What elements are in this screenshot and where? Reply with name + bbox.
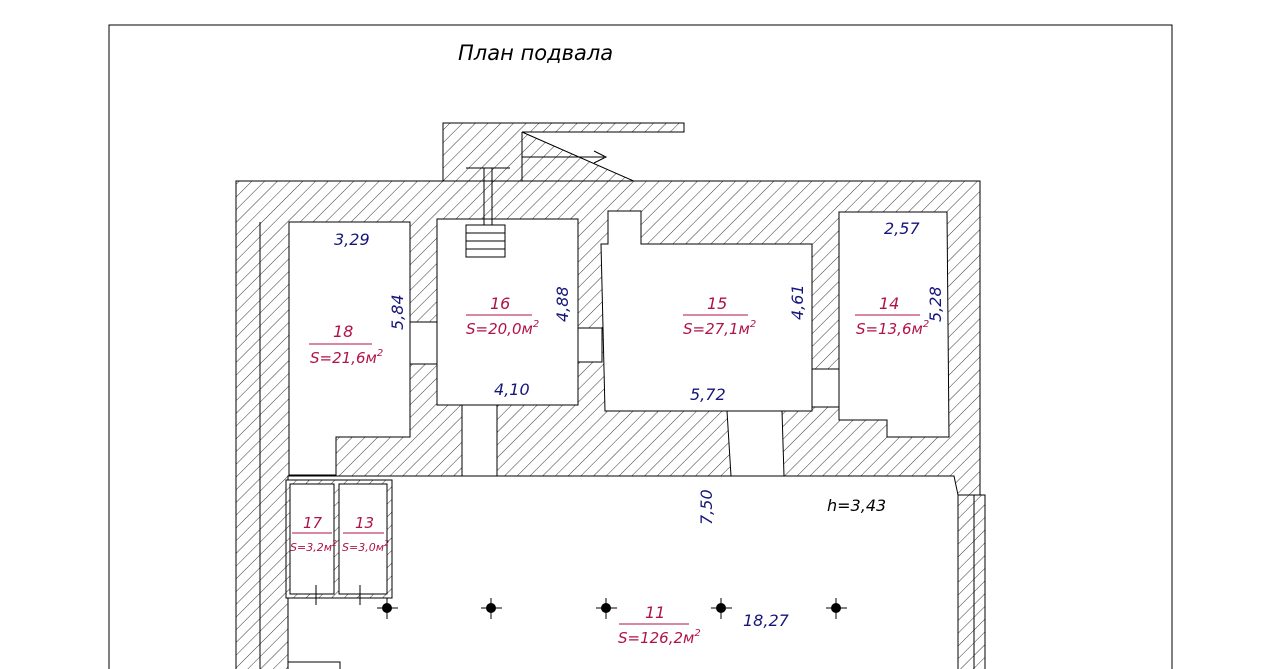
column-marker	[826, 598, 847, 619]
room-16-number: 16	[490, 294, 510, 313]
room-17-area: S=3,2м2	[290, 539, 337, 554]
column-marker	[596, 598, 617, 619]
room-14-number: 14	[879, 294, 899, 313]
room-13-area: S=3,0м2	[342, 539, 389, 554]
room-11-number: 11	[645, 603, 665, 622]
room-17	[289, 483, 335, 595]
room-11-length: 7,50	[697, 489, 716, 525]
room-16-length: 4,88	[553, 286, 572, 322]
opening-15-14	[811, 368, 840, 408]
room-15-area: S=27,1м2	[683, 319, 756, 338]
opening-16-11	[461, 404, 498, 477]
column-marker	[377, 598, 398, 619]
room-14-area: S=13,6м2	[856, 319, 929, 338]
room-18-length: 5,84	[388, 294, 407, 330]
room-11-area: S=126,2м2	[618, 628, 701, 647]
room-15	[600, 210, 813, 412]
room-16-area: S=20,0м2	[466, 319, 539, 338]
room-16-width: 4,10	[494, 380, 530, 399]
room-18-area: S=21,6м2	[310, 348, 383, 367]
entrance-stair-wall	[442, 122, 685, 183]
plan-title: План подвала	[458, 41, 613, 65]
room-13-number: 13	[355, 514, 374, 532]
opening-16-15	[577, 327, 603, 363]
internal-stair	[465, 167, 510, 258]
room-14-width: 2,57	[884, 219, 920, 238]
room-18-number: 18	[333, 322, 353, 341]
room-15-length: 4,61	[788, 284, 807, 320]
hall-right-wall	[957, 494, 986, 669]
column-marker	[481, 598, 502, 619]
room-14-length: 5,28	[926, 286, 945, 322]
room-15-width: 5,72	[690, 385, 726, 404]
room-13	[338, 483, 388, 595]
opening-18-16	[409, 321, 438, 365]
room-14	[838, 211, 950, 438]
drawing-frame	[108, 24, 1173, 669]
room-17-number: 17	[303, 514, 323, 532]
room-18-width: 3,29	[334, 230, 370, 249]
ceiling-height: h=3,43	[827, 496, 886, 515]
room-18	[288, 221, 411, 476]
room-16	[436, 218, 579, 406]
opening-15-11	[726, 410, 785, 477]
entrance-stair	[521, 132, 608, 182]
room-11-width: 18,27	[743, 611, 790, 630]
column-marker	[711, 598, 732, 619]
room-15-number: 15	[707, 294, 727, 313]
hall-columns	[377, 598, 847, 619]
